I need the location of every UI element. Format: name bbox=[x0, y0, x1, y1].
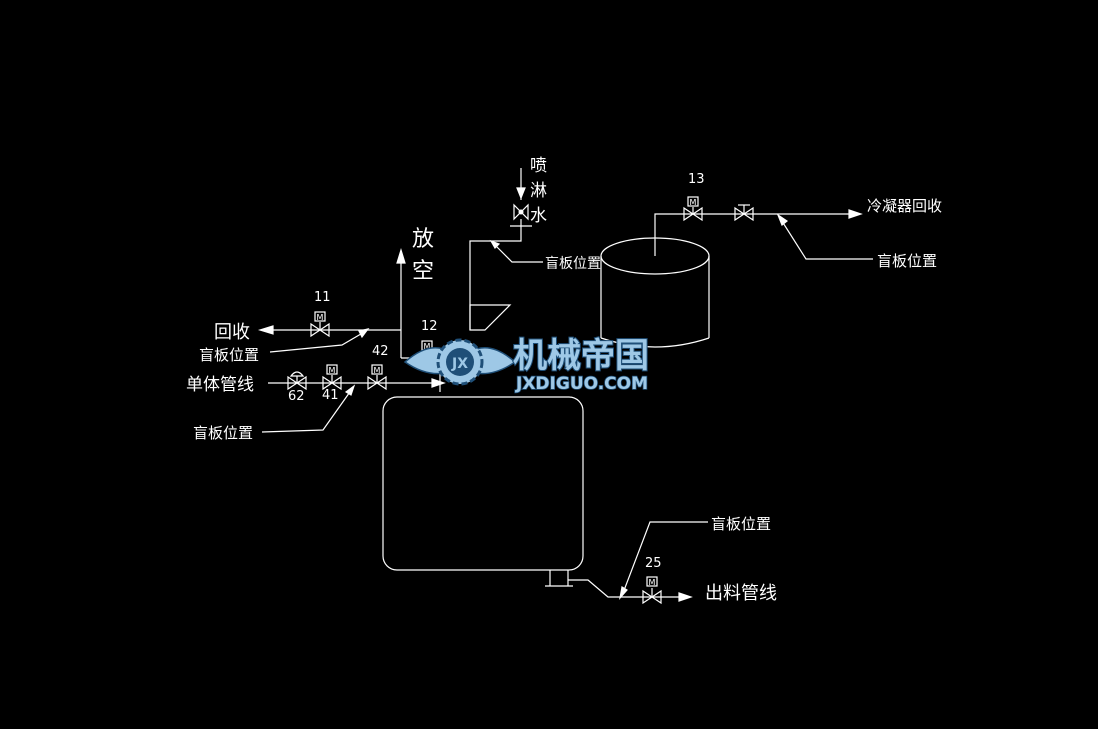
valve-25-tag: 25 bbox=[645, 556, 662, 571]
leader-blind-monomer bbox=[261, 388, 353, 433]
valve-62[interactable] bbox=[287, 371, 307, 391]
label-blind-spray: 盲板位置 bbox=[545, 255, 601, 272]
condenser-arrow bbox=[848, 209, 863, 219]
label-vent-2: 空 bbox=[412, 259, 434, 284]
leader-blind-discharge-arrow bbox=[619, 586, 628, 601]
leader-blind-recovery-arrow bbox=[358, 328, 370, 339]
valve-13-motor-letter: M bbox=[690, 198, 697, 207]
spray-arrow bbox=[516, 187, 526, 200]
discharge-line bbox=[568, 579, 688, 598]
valve-25[interactable] bbox=[642, 576, 662, 605]
tank-bottom bbox=[600, 337, 710, 348]
valve-12-tag: 12 bbox=[421, 319, 438, 334]
label-vent-1: 放 bbox=[412, 227, 434, 252]
label-spray-2: 淋 bbox=[530, 181, 547, 201]
leader-blind-condenser-arrow bbox=[776, 213, 789, 226]
watermark-title: 机械帝国 bbox=[513, 336, 649, 376]
tank-walls bbox=[600, 256, 710, 338]
vessel-bottom-nozzle bbox=[545, 570, 573, 587]
leader-blind-recovery bbox=[269, 330, 367, 353]
recovery-arrow bbox=[257, 325, 274, 335]
valve-42-tag: 42 bbox=[372, 344, 389, 359]
leader-blind-discharge bbox=[622, 521, 708, 594]
label-spray-3: 水 bbox=[530, 206, 547, 226]
label-discharge-line: 出料管线 bbox=[705, 583, 777, 604]
watermark-domain: JXDIGUO.COM bbox=[515, 374, 648, 394]
valve-25-motor-letter: M bbox=[649, 578, 656, 587]
label-spray-1: 喷 bbox=[530, 156, 547, 176]
discharge-arrow bbox=[678, 592, 693, 602]
valve-41-motor-letter: M bbox=[329, 366, 336, 375]
valve-condenser-manual[interactable] bbox=[734, 204, 754, 222]
spray-line-to-vessel bbox=[469, 226, 522, 330]
label-recovery: 回收 bbox=[214, 322, 250, 343]
valve-11-motor-letter: M bbox=[317, 313, 324, 322]
label-blind-monomer: 盲板位置 bbox=[193, 424, 253, 442]
vent-arrow bbox=[396, 247, 406, 264]
valve-62-tag: 62 bbox=[288, 389, 305, 404]
valve-41[interactable] bbox=[322, 364, 342, 391]
leader-blind-spray-arrow bbox=[489, 239, 501, 249]
watermark-emblem: JX bbox=[403, 338, 517, 386]
valve-42[interactable] bbox=[367, 364, 387, 391]
valve-13[interactable] bbox=[683, 196, 703, 222]
label-blind-discharge: 盲板位置 bbox=[711, 515, 771, 533]
main-vessel bbox=[382, 396, 584, 571]
watermark: JX 机械帝国 JXDIGUO.COM bbox=[403, 335, 650, 395]
valve-13-tag: 13 bbox=[688, 172, 705, 187]
label-condenser-recovery: 冷凝器回收 bbox=[867, 197, 942, 215]
monomer-arrow bbox=[431, 378, 446, 388]
leader-blind-monomer-arrow bbox=[344, 384, 356, 396]
label-blind-condenser: 盲板位置 bbox=[877, 252, 937, 270]
leader-blind-condenser bbox=[779, 217, 873, 260]
valve-12-motor-letter: M bbox=[424, 342, 431, 351]
hopper bbox=[469, 304, 512, 331]
valve-41-tag: 41 bbox=[322, 388, 339, 403]
valve-42-motor-letter: M bbox=[374, 366, 381, 375]
valve-spray[interactable] bbox=[513, 203, 529, 221]
leader-blind-spray bbox=[492, 242, 543, 263]
label-blind-recovery: 盲板位置 bbox=[199, 346, 259, 364]
valve-11[interactable] bbox=[310, 311, 330, 338]
condenser-line bbox=[654, 213, 858, 256]
watermark-emblem-text: JX bbox=[451, 356, 468, 372]
label-monomer-line: 单体管线 bbox=[186, 375, 254, 395]
valve-11-tag: 11 bbox=[314, 290, 331, 305]
